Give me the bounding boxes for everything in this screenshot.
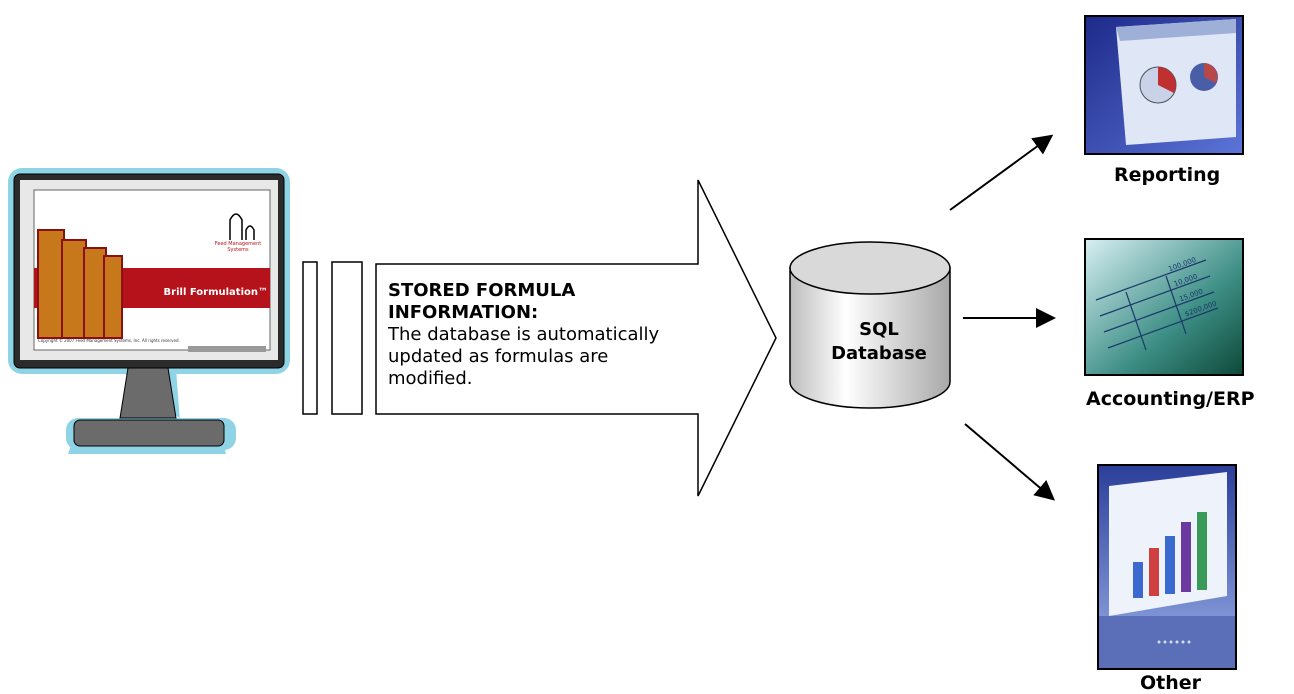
reporting-image bbox=[1084, 15, 1244, 155]
other-image bbox=[1097, 464, 1237, 670]
database-label-line2: Database bbox=[831, 343, 927, 364]
connector-reporting bbox=[949, 134, 1054, 211]
flow-arrow-shape bbox=[375, 179, 777, 497]
database-label: SQL Database bbox=[804, 318, 954, 366]
flow-arrow-body: The database is automatically updated as… bbox=[388, 324, 660, 389]
output-label-reporting: Reporting bbox=[1114, 164, 1221, 186]
connector-other bbox=[964, 423, 1056, 501]
accounting-image bbox=[1084, 238, 1244, 376]
monitor-product-title: Brill Formulation™ bbox=[163, 287, 268, 298]
output-label-other: Other bbox=[1140, 672, 1202, 694]
flow-arrow-heading: STORED FORMULA INFORMATION: bbox=[388, 280, 576, 323]
monitor-logo-text: Feed Management Systems bbox=[214, 241, 262, 253]
output-label-accounting: Accounting/ERP bbox=[1086, 388, 1255, 410]
monitor-illustration bbox=[8, 168, 290, 454]
database-label-line1: SQL bbox=[859, 319, 899, 340]
flow-arrow-text: STORED FORMULA INFORMATION: The database… bbox=[388, 280, 708, 390]
flow-bar-2 bbox=[331, 261, 363, 415]
flow-bar-1 bbox=[302, 261, 318, 415]
database-cylinder bbox=[789, 241, 951, 409]
monitor-copyright: Copyright © 2007 Feed Management Systems… bbox=[38, 338, 180, 343]
